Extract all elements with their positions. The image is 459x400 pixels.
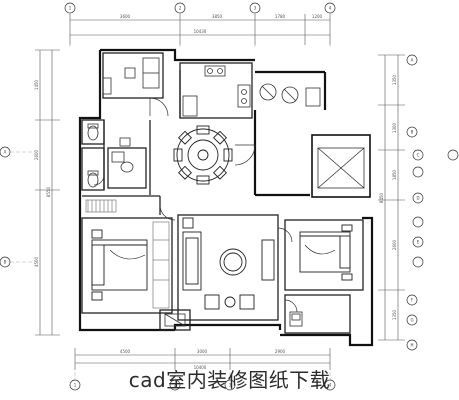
top-dim-3: 1780 <box>275 14 286 19</box>
grid-bottom-1: 1 <box>74 383 77 388</box>
right-dim-2: 1300 <box>392 122 397 133</box>
bottom-dimension-chain <box>74 348 331 370</box>
left-grid-bubbles <box>0 146 11 268</box>
master-bed <box>91 229 148 301</box>
grid-right-g: G <box>410 318 413 323</box>
master-wardrobe <box>152 221 170 309</box>
balcony-box <box>164 313 186 327</box>
storage-fixtures <box>289 311 303 327</box>
top-dim-total: 10430 <box>194 29 207 34</box>
right-dim-5: 1350 <box>392 309 397 320</box>
left-dim-total: 8550 <box>46 186 51 197</box>
bottom-dim-3: 2900 <box>275 349 286 354</box>
axis-lines <box>10 13 331 380</box>
top-grid-bubbles <box>64 2 336 14</box>
grid-bottom-2: 2 <box>174 383 177 388</box>
left-dim-1: 1450 <box>34 79 39 90</box>
second-bed <box>299 224 353 281</box>
door-swings <box>93 97 298 313</box>
right-dim-3: 1850 <box>392 169 397 180</box>
bottom-dim-total: 10400 <box>194 365 207 370</box>
balcony-furniture <box>259 83 321 107</box>
grid-left-a: A <box>4 150 7 155</box>
right-dim-1: 1350 <box>392 74 397 85</box>
grid-top-3: 3 <box>254 6 257 11</box>
bottom-dim-2: 3000 <box>197 349 208 354</box>
right-dim-total: 8450 <box>379 192 384 203</box>
grid-right-b: B <box>411 130 414 135</box>
dining-table <box>173 125 233 185</box>
grid-top-2: 2 <box>179 6 182 11</box>
grid-top-4: 4 <box>329 6 332 11</box>
right-dim-4: 2600 <box>392 239 397 250</box>
top-dim-4: 1200 <box>312 14 323 19</box>
elevator-shaft <box>317 147 365 189</box>
left-dim-2: 2600 <box>34 149 39 160</box>
left-dimension-chain <box>35 49 60 336</box>
exterior-walls <box>78 48 374 347</box>
grid-right-e: E <box>417 240 420 245</box>
grid-bottom-3: 3 <box>229 383 232 388</box>
grid-bottom-4: 4 <box>329 383 332 388</box>
caption-watermark: cad室内装修图纸下载 <box>128 368 331 392</box>
interior-walls <box>81 52 364 334</box>
grid-right-c: C <box>417 153 420 158</box>
right-dimension-chain <box>378 54 405 341</box>
grid-right-d: D <box>416 196 419 201</box>
grid-right-h: H <box>410 343 413 348</box>
bottom-dim-1: 4500 <box>120 349 131 354</box>
kitchen-fixtures <box>182 65 251 117</box>
wardrobe-hatch <box>85 199 117 213</box>
left-dim-3: 4500 <box>34 256 39 267</box>
grid-top-1: 1 <box>69 6 72 11</box>
right-grid-bubbles <box>406 54 459 351</box>
grid-right-f: F <box>411 298 414 303</box>
living-room-furniture <box>182 217 275 310</box>
bathroom-fixtures <box>87 123 134 188</box>
grid-left-b: B <box>4 260 7 265</box>
grid-right-a: A <box>411 58 414 63</box>
top-dim-2: 3850 <box>212 14 223 19</box>
laundry-fixtures <box>102 57 160 95</box>
top-dim-1: 3600 <box>120 14 131 19</box>
